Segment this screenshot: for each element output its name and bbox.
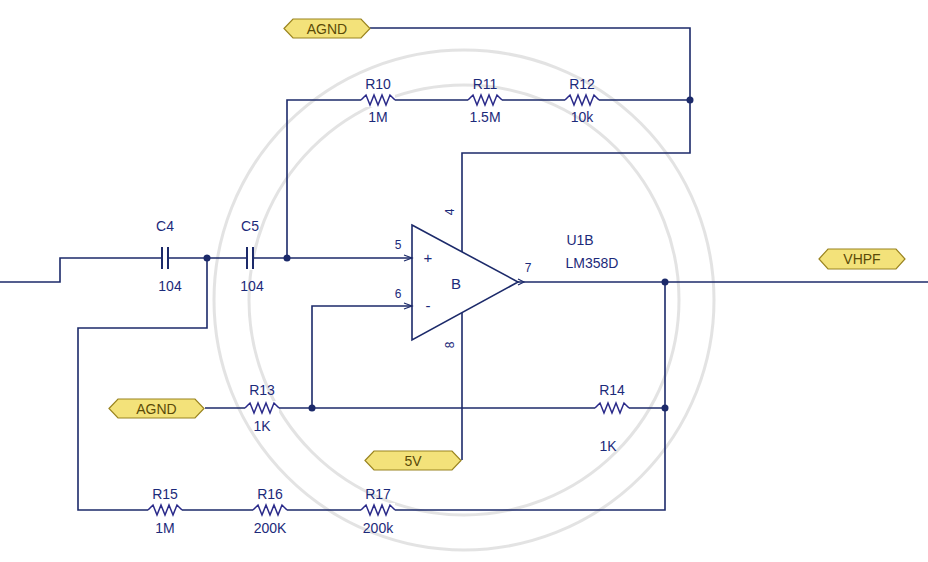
junction-dots <box>204 97 694 412</box>
resistor-symbol <box>361 93 395 107</box>
net-name: AGND <box>307 21 347 37</box>
resistor-symbol <box>595 401 629 415</box>
wire <box>518 281 928 283</box>
resistor-symbol <box>468 93 502 107</box>
net-name: VHPF <box>843 251 880 267</box>
wire <box>0 258 412 282</box>
pin-number: 8 <box>443 341 457 350</box>
pin-number: 4 <box>443 208 457 217</box>
pin-number: 5 <box>394 238 403 252</box>
wire <box>312 306 412 408</box>
component-label: LM358D <box>565 255 620 271</box>
component-label: 1M <box>154 520 175 536</box>
component-label: R12 <box>568 76 596 92</box>
resistor-symbol <box>245 401 279 415</box>
net-label-tag: VHPF <box>818 248 906 270</box>
component-label: 10k <box>570 109 595 125</box>
component-label: R10 <box>364 76 392 92</box>
pin-number: 7 <box>524 261 533 275</box>
watermark <box>214 50 714 550</box>
opamp-marking: + <box>423 249 434 266</box>
component-label: R17 <box>364 486 392 502</box>
component-label: R14 <box>598 382 626 398</box>
component-label: R16 <box>256 486 284 502</box>
capacitor-symbol <box>161 246 169 270</box>
wires <box>0 28 928 510</box>
resistor-symbol <box>361 503 395 517</box>
wire <box>370 28 690 100</box>
component-label: 104 <box>157 278 182 294</box>
capacitor-symbol <box>246 246 254 270</box>
component-label: 200K <box>253 520 288 536</box>
net-label-tag: AGND <box>283 18 371 39</box>
net-name: 5V <box>404 453 421 469</box>
wire <box>461 313 463 460</box>
component-label: R15 <box>151 486 179 502</box>
net-name: AGND <box>136 401 176 417</box>
component-label: C4 <box>155 218 175 234</box>
wire <box>78 258 665 510</box>
wire <box>287 100 690 258</box>
component-label: R11 <box>472 76 499 92</box>
component-label: 1K <box>252 418 271 434</box>
resistor-symbol <box>565 93 599 107</box>
component-label: U1B <box>565 232 594 248</box>
component-label: C5 <box>240 218 260 234</box>
resistor-symbol <box>253 503 287 517</box>
op-amp-symbol <box>404 225 524 340</box>
components <box>148 93 629 517</box>
component-label: 1M <box>367 109 388 125</box>
resistor-symbol <box>148 503 182 517</box>
component-label: 200k <box>362 520 394 536</box>
opamp-marking: - <box>425 297 432 314</box>
net-label-tag: 5V <box>364 450 462 471</box>
net-label-tag: AGND <box>108 398 205 419</box>
component-label: 104 <box>239 278 264 294</box>
component-label: 1.5M <box>468 109 501 125</box>
component-label: 1K <box>598 438 617 454</box>
component-label: R13 <box>248 382 276 398</box>
pin-number: 6 <box>394 287 403 301</box>
opamp-marking: B <box>450 275 462 292</box>
